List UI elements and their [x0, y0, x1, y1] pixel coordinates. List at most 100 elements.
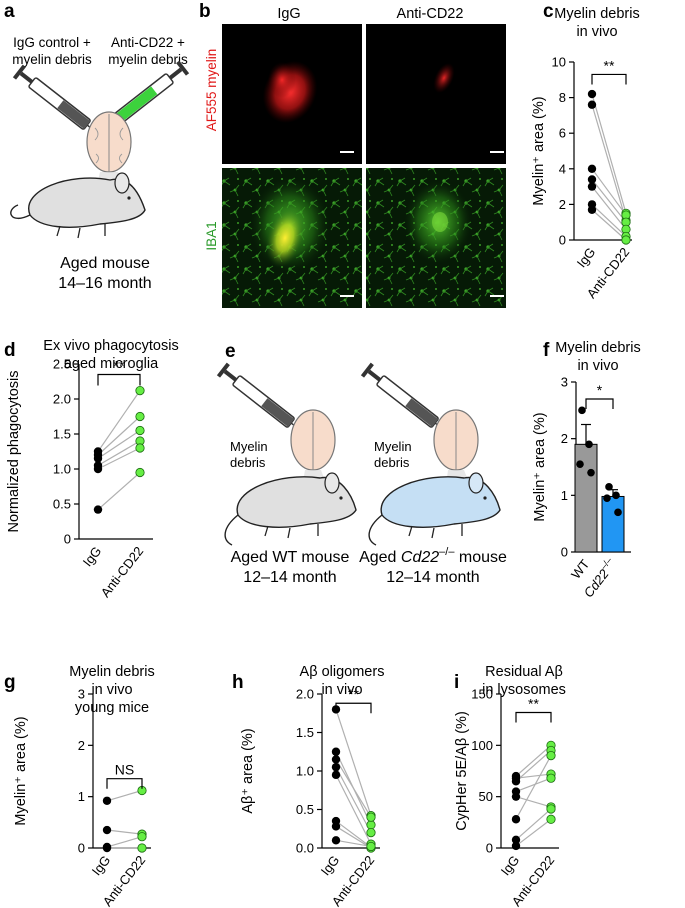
pair-line	[591, 168, 627, 216]
x-category-label: WT	[568, 557, 592, 582]
y-axis-label: Myelin⁺ area (%)	[532, 412, 548, 521]
data-point-left	[102, 796, 112, 805]
bar	[574, 443, 598, 553]
panel-letter-a: a	[4, 1, 15, 22]
y-tick-label: 0	[78, 841, 85, 856]
pair-line	[515, 755, 552, 820]
x-category-label: Anti-CD22	[98, 544, 147, 600]
chart-title-line: Ex vivo phagocytosis	[43, 338, 178, 354]
data-point	[576, 460, 584, 468]
y-tick-label: 0	[559, 233, 566, 248]
panel-letter-b: b	[199, 1, 211, 22]
data-point-left	[102, 825, 112, 835]
pair-line	[515, 818, 552, 847]
pair-line	[97, 430, 141, 459]
data-point-right	[135, 385, 145, 396]
pair-line	[97, 390, 141, 452]
y-axis-label: Myelin⁺ area (%)	[13, 716, 29, 825]
y-tick-label: 0	[64, 532, 71, 547]
data-point-left	[331, 755, 341, 764]
pair-line	[335, 825, 372, 849]
data-point-right	[546, 750, 556, 761]
data-point-right	[621, 235, 631, 245]
caption-post: mouse	[454, 549, 507, 566]
data-point-right	[546, 804, 556, 814]
y-tick-label: 0	[561, 545, 568, 560]
panel-letter-d: d	[4, 340, 16, 361]
data-point-left	[587, 164, 597, 173]
data-point	[605, 483, 613, 491]
pair-line	[515, 773, 552, 779]
caption-pre: Aged	[359, 549, 401, 566]
y-tick-label: 150	[471, 687, 493, 702]
data-point-left	[93, 505, 103, 514]
y-tick-label: 3	[561, 375, 568, 390]
panel-b: b IgG Anti-CD22 AF555 myelin IBA1	[199, 1, 506, 308]
pair-line	[335, 839, 372, 848]
data-point-left	[587, 100, 597, 109]
data-point	[587, 468, 595, 477]
y-tick-label: 10	[552, 55, 566, 70]
data-point-left	[511, 792, 521, 801]
micrograph-anticd22-iba1	[366, 168, 506, 308]
chart-title-line: in vivo	[91, 682, 132, 698]
y-axis-label: Aβ⁺ area (%)	[240, 728, 256, 813]
pair-line	[97, 416, 141, 456]
y-axis-label: Normalized phagocytosis	[6, 371, 22, 533]
data-point-left	[331, 822, 341, 831]
significance-label: **	[348, 686, 359, 702]
pair-line	[515, 796, 552, 808]
panel-e: e Myelin debris Aged WT mouse 12–14 mont…	[216, 341, 507, 586]
data-point-left	[331, 836, 341, 845]
panel-e-left-label-2: debris	[230, 455, 266, 470]
pair-line	[515, 808, 552, 841]
data-point-right	[366, 820, 376, 830]
micrograph-anticd22-myelin	[366, 24, 506, 164]
data-point	[603, 494, 611, 502]
y-tick-label: 2.0	[53, 392, 71, 407]
x-category-label: IgG	[318, 853, 343, 879]
data-point-left	[511, 815, 521, 824]
pair-line	[97, 447, 141, 470]
data-point-left	[587, 89, 597, 99]
pair-line	[515, 744, 552, 777]
data-point-right	[137, 832, 147, 842]
pair-line	[97, 472, 141, 511]
y-tick-label: 1	[78, 789, 85, 804]
y-tick-label: 1	[561, 488, 568, 503]
significance-label: **	[114, 358, 125, 374]
panel-e-right-label-1: Myelin	[374, 439, 412, 454]
panel-e-right-label-2: debris	[374, 455, 410, 470]
x-category-label: IgG	[498, 853, 523, 879]
data-point-left	[587, 182, 597, 191]
data-point-left	[511, 841, 521, 851]
pair-line	[335, 820, 372, 848]
pair-line	[335, 709, 372, 816]
chart-title-line: aged microglia	[64, 356, 159, 372]
data-point	[612, 491, 620, 500]
pair-line	[591, 203, 627, 237]
chart-title-line: in vivo	[576, 24, 617, 40]
data-point-left	[511, 835, 521, 844]
y-tick-label: 1.5	[296, 725, 314, 740]
y-tick-label: 50	[479, 789, 493, 804]
significance-label: **	[528, 695, 539, 711]
panel-letter-i: i	[454, 672, 459, 693]
chart-title-line: Myelin debris	[555, 340, 640, 356]
panel-e-left-label-1: Myelin	[230, 439, 268, 454]
y-tick-label: 6	[559, 126, 566, 141]
x-category-label: IgG	[89, 853, 114, 879]
bar	[601, 495, 625, 553]
chart-title-line: young mice	[75, 700, 149, 716]
pair-line	[335, 766, 372, 833]
chart-title-line: in vivo	[577, 358, 618, 374]
data-point	[585, 440, 593, 449]
micrograph-igg-myelin	[222, 24, 362, 164]
